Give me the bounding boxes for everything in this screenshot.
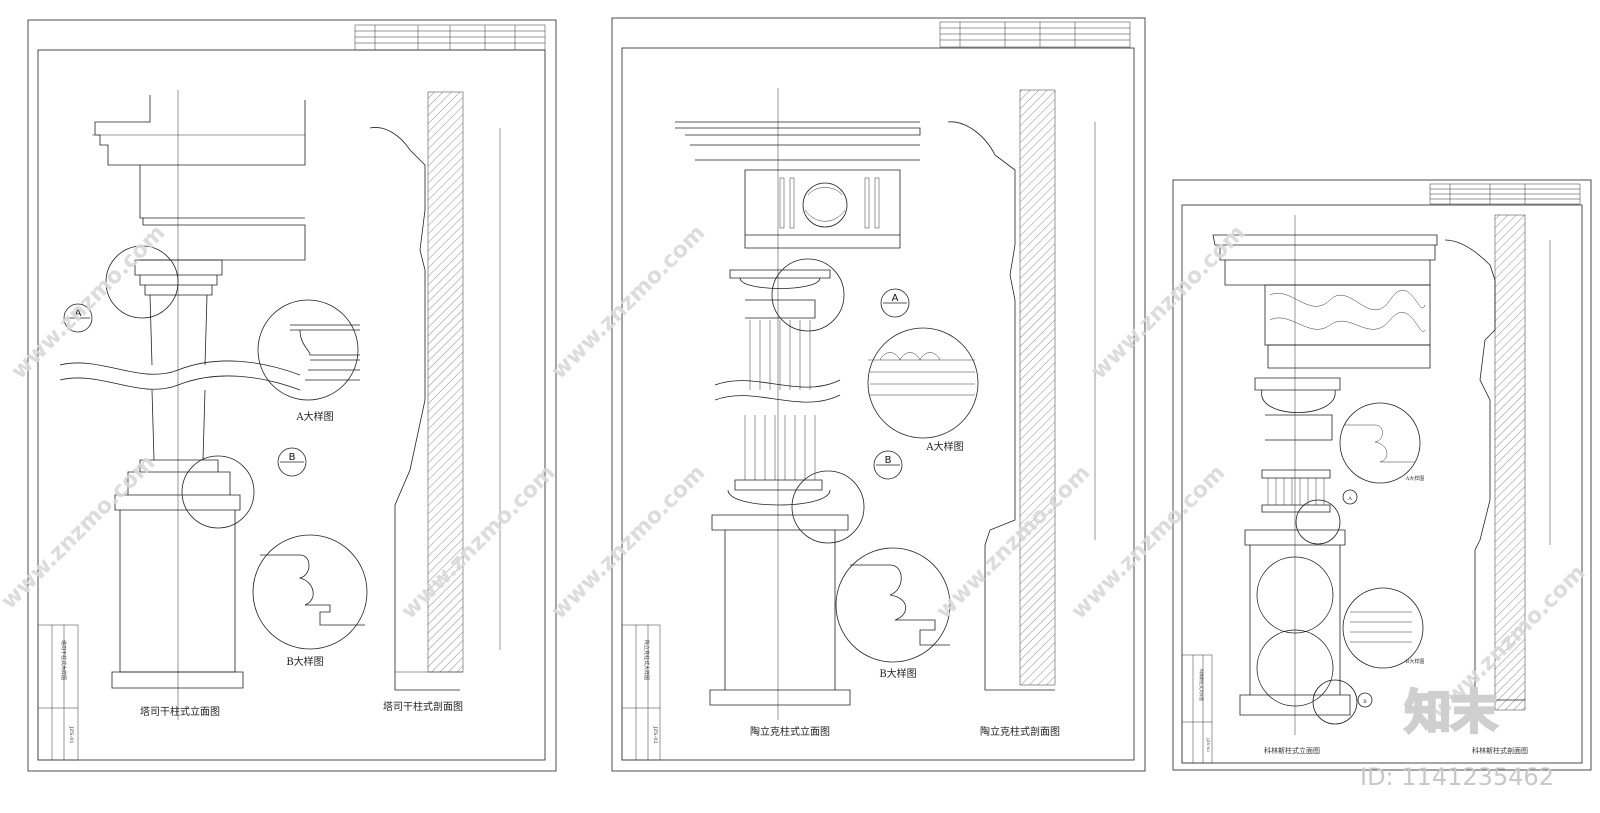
doric-detail-b: B大样图 [835, 547, 951, 680]
revision-table [354, 24, 546, 51]
title-block: 陶立克柱式大样图 JZS-02 [621, 624, 661, 761]
doric-detail-a: A大样图 [867, 327, 979, 453]
sheet-inner-border [621, 47, 1135, 761]
sheet-tuscan: A B A大样图 B大样图 塔司干柱式立面图 塔司干柱式剖面图 [27, 19, 557, 772]
detail-a-label: A大样图 [1405, 475, 1425, 482]
front-title: 陶立克柱式立面图 [750, 725, 830, 738]
block-title: 塔司干柱式大样图 [60, 640, 67, 680]
tuscan-side-section [369, 91, 501, 691]
marker-b: B [1363, 699, 1367, 705]
sheet-corinthian: A B A大样图 B大样图 科林斯柱式立面图 科林斯柱式剖面图 科林斯柱式大样图 [1172, 179, 1592, 771]
corinthian-detail-b: B大样图 [1342, 587, 1425, 669]
sheet-number: JZS-02 [652, 725, 658, 743]
title-block: 科林斯柱式大样图 JZS-03 [1181, 654, 1213, 764]
sheet-number: JZS-03 [1206, 737, 1211, 752]
sheet-outer-border [611, 17, 1146, 772]
sheet-inner-border [1181, 204, 1583, 764]
image-id-label: ID: 1141235462 [1360, 763, 1554, 791]
revision-table [1429, 183, 1581, 205]
side-title: 陶立克柱式剖面图 [980, 725, 1060, 738]
detail-b-label: B大样图 [879, 667, 916, 680]
detail-b-label: B大样图 [1406, 658, 1425, 665]
sheet-inner-border [37, 49, 546, 761]
tuscan-detail-b: B大样图 [252, 534, 368, 668]
side-title: 科林斯柱式剖面图 [1472, 746, 1528, 755]
detail-a-label: A大样图 [295, 410, 333, 423]
sheet-number: JZS-01 [68, 725, 74, 743]
doric-side-section [947, 89, 1096, 691]
watermark-text: www.znzmo.com [0, 450, 160, 614]
corinthian-side-section [1444, 214, 1551, 711]
front-title: 科林斯柱式立面图 [1264, 746, 1320, 755]
marker-b: B [289, 452, 296, 463]
revision-table [939, 21, 1131, 48]
tuscan-detail-a: A大样图 [257, 299, 360, 423]
block-title: 科林斯柱式大样图 [1199, 669, 1205, 701]
title-block: 塔司干柱式大样图 JZS-01 [37, 624, 79, 761]
detail-b-label: B大样图 [286, 655, 323, 668]
watermark-text: www.znzmo.com [547, 220, 711, 384]
sheet-outer-border [1172, 179, 1592, 771]
front-title: 塔司干柱式立面图 [140, 705, 220, 718]
corinthian-front-elevation: A B [1212, 215, 1438, 735]
watermark-text: www.znzmo.com [1067, 460, 1231, 624]
marker-a: A [1347, 496, 1352, 502]
watermark-text: www.znzmo.com [1087, 220, 1251, 384]
brand-logo: 知末 [1405, 685, 1497, 739]
watermark-text: www.znzmo.com [932, 460, 1096, 624]
corinthian-detail-a: A大样图 [1339, 402, 1425, 484]
watermark-text: www.znzmo.com [397, 460, 561, 624]
side-title: 塔司干柱式剖面图 [383, 700, 463, 713]
block-title: 陶立克柱式大样图 [643, 640, 650, 680]
detail-a-label: A大样图 [925, 440, 963, 453]
marker-b: B [885, 455, 892, 466]
sheet-doric: A B A大样图 B大样图 陶立克柱式立面图 陶立克柱式剖面图 [611, 17, 1146, 772]
watermark-text: www.znzmo.com [547, 460, 711, 624]
doric-front-elevation: A B [675, 88, 921, 720]
sheet-outer-border [27, 19, 557, 772]
tuscan-front-elevation: A B [59, 90, 307, 720]
marker-a: A [75, 308, 82, 319]
marker-a: A [892, 293, 899, 304]
watermark-text: www.znzmo.com [7, 220, 171, 384]
